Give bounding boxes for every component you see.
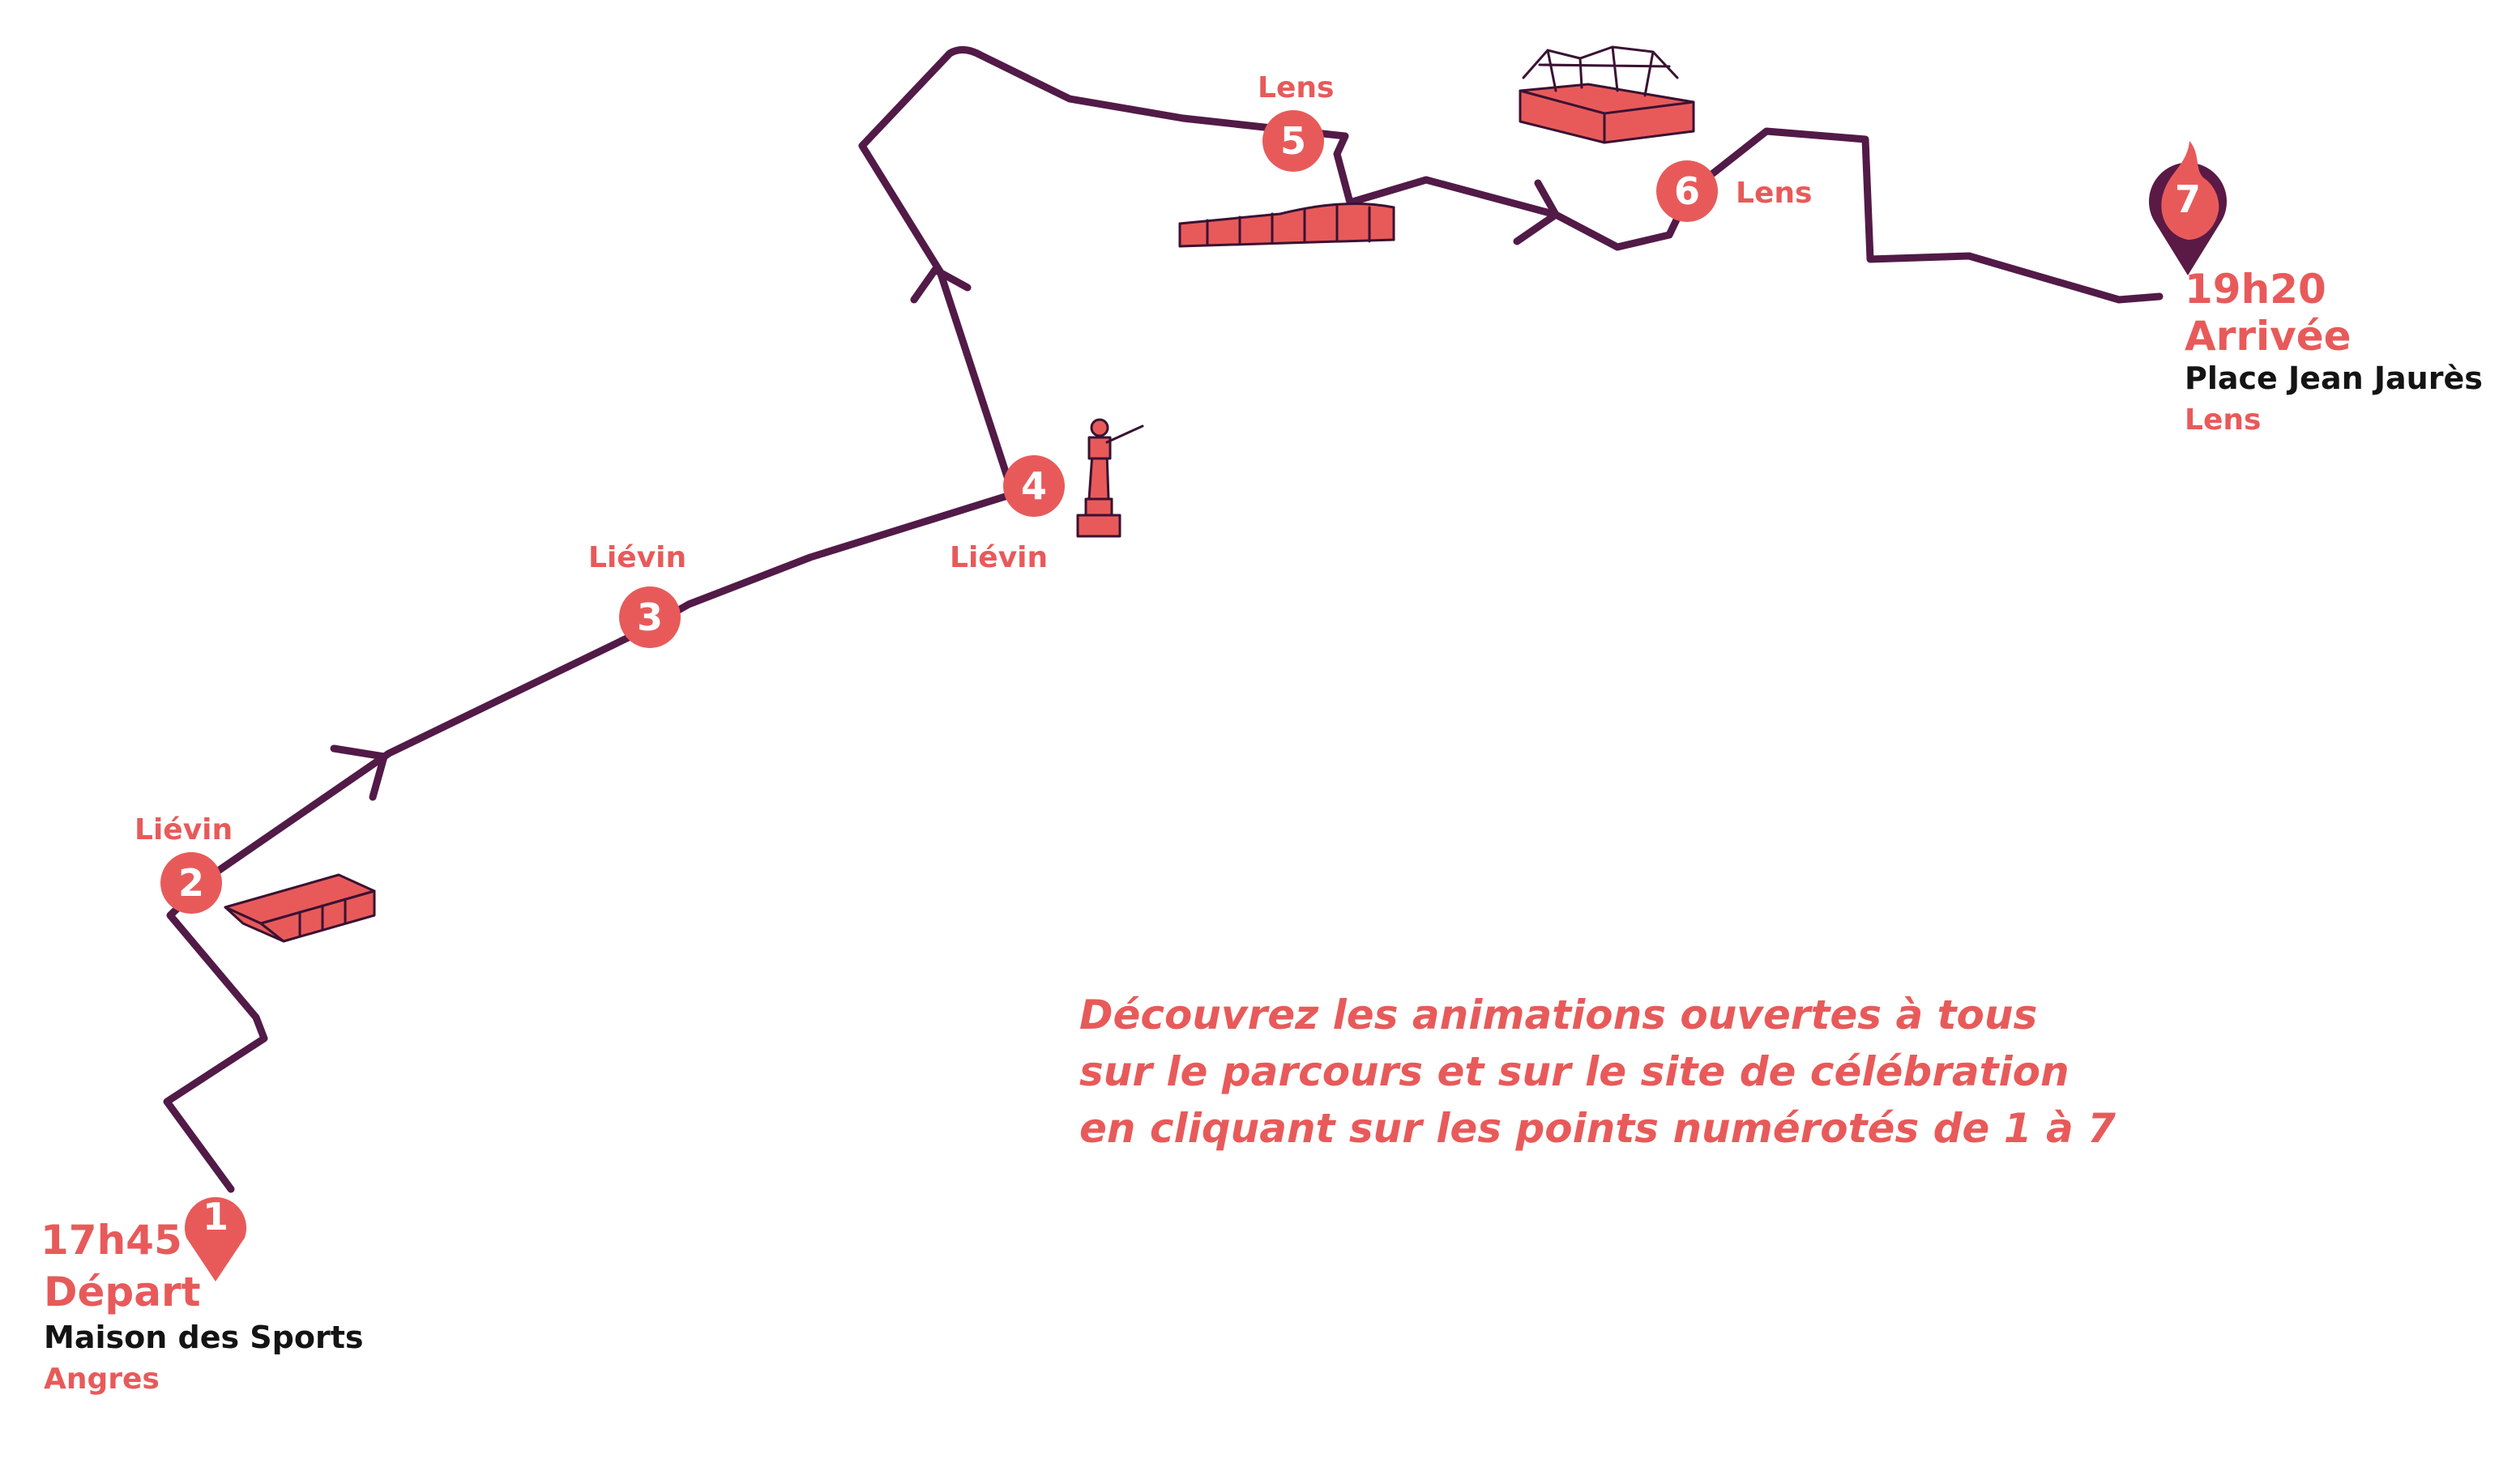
- stop-marker-6[interactable]: 6: [1656, 160, 1718, 222]
- info-note-line: Découvrez les animations ouvertes à tous: [1079, 991, 2037, 1038]
- statue-icon: [1076, 418, 1144, 538]
- stop-number: 4: [1021, 464, 1047, 508]
- stadium-icon: [1519, 45, 1695, 144]
- stop-marker-5[interactable]: 5: [1262, 110, 1324, 172]
- stop-city-label: Lens: [1736, 177, 1812, 210]
- info-note-line: en cliquant sur les points numérotés de …: [1079, 1105, 2116, 1152]
- direction-arrow-icon: [1513, 179, 1560, 245]
- info-note-line: sur le parcours et sur le site de célébr…: [1079, 1048, 2070, 1095]
- stop-number: 1: [203, 1195, 229, 1239]
- stop-number: 7: [2175, 177, 2201, 221]
- stop-marker-4[interactable]: 4: [1003, 455, 1065, 517]
- arena-icon: [1178, 203, 1395, 248]
- stop-number: 5: [1280, 119, 1306, 163]
- finish-city: Lens: [2185, 403, 2261, 437]
- stop-city-label: Liévin: [135, 813, 233, 846]
- stop-number: 3: [637, 595, 663, 639]
- direction-arrow-icon: [910, 266, 972, 304]
- stop-number: 2: [178, 861, 204, 905]
- start-time: 17h45: [41, 1217, 182, 1264]
- finish-flame-pin-icon[interactable]: 7: [2149, 141, 2227, 275]
- start-label: Départ: [44, 1269, 201, 1316]
- direction-arrow-icon: [330, 744, 388, 801]
- stop-number: 6: [1674, 169, 1700, 213]
- warehouse-icon: [224, 873, 376, 943]
- start-pin-icon[interactable]: 1: [185, 1195, 246, 1281]
- stop-marker-3[interactable]: 3: [619, 586, 681, 648]
- finish-place: Place Jean Jaurès: [2185, 360, 2483, 396]
- finish-time: 19h20: [2185, 266, 2326, 313]
- stop-city-label: Liévin: [588, 541, 686, 574]
- stop-city-label: Lens: [1258, 71, 1334, 104]
- finish-label: Arrivée: [2185, 313, 2352, 360]
- start-city: Angres: [44, 1362, 160, 1396]
- start-place: Maison des Sports: [44, 1320, 364, 1355]
- stop-marker-2[interactable]: 2: [160, 852, 222, 914]
- route-line: [163, 46, 2164, 1193]
- stop-city-label: Liévin: [950, 541, 1048, 574]
